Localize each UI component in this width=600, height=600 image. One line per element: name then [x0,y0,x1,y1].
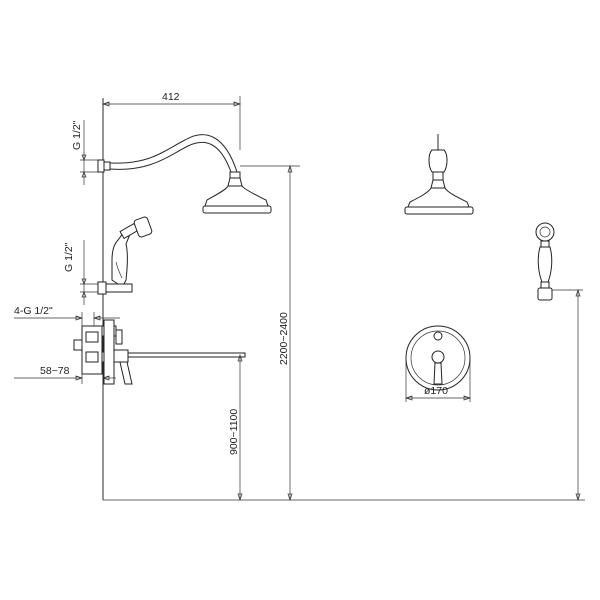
plate-diameter-label: ø170 [424,385,448,397]
hand-shower [97,216,153,295]
front-view: ø170 [404,134,583,502]
concealed-mixer [73,319,246,385]
mixer-height-dimension: 900~1100 [228,353,243,502]
hand-connection-dimension: G 1/2" [63,240,103,305]
top-connection-dimension: G 1/2" [71,120,103,185]
wall-depth-label: 58~78 [40,365,70,377]
head-height-label: 2200~2400 [278,312,290,365]
hand-connection-label: G 1/2" [63,242,75,272]
shower-arm [97,134,238,173]
hand-shower-front [535,222,583,502]
mixer-connections-dimension: 4-G 1/2" [14,305,120,330]
shower-head-front [404,134,474,215]
wall-depth-dimension: 58~78 [14,365,116,384]
mixer-plate-front: ø170 [404,325,472,402]
head-height-dimension: 2200~2400 [240,164,300,502]
arm-length-dimension: 412 [101,91,242,150]
side-view: 412 G 1/2" 2200~240 [14,91,585,502]
mixer-connections-label: 4-G 1/2" [14,305,53,317]
shower-head [202,171,272,214]
arm-length-label: 412 [162,91,180,103]
mixer-height-label: 900~1100 [228,409,240,455]
top-connection-label: G 1/2" [71,120,83,150]
